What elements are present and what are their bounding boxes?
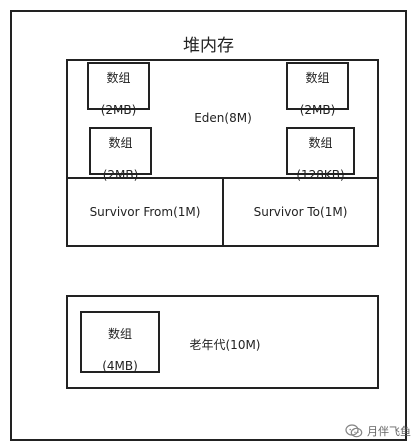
wechat-icon <box>345 423 363 439</box>
watermark-text: 月伴飞鱼 <box>367 425 411 438</box>
array-size: (4MB) <box>102 359 138 374</box>
old-generation-box <box>66 295 379 389</box>
eden-label: Eden(8M) <box>194 111 252 125</box>
eden-array-box-top-left: 数组 (2MB) <box>87 62 150 117</box>
watermark: 月伴飞鱼 <box>345 423 411 439</box>
array-name: 数组 <box>108 135 133 150</box>
eden-array-box-bottom-right: 数组 (128KB) <box>286 127 355 182</box>
eden-array-box-top-right: 数组 (2MB) <box>286 62 349 117</box>
heap-title: 堆内存 <box>183 36 234 56</box>
array-name: 数组 <box>305 70 330 85</box>
array-name: 数组 <box>107 326 132 341</box>
survivor-from-box: Survivor From(1M) <box>66 177 224 247</box>
array-name: 数组 <box>308 135 333 150</box>
array-name: 数组 <box>106 70 131 85</box>
survivor-to-label: Survivor To(1M) <box>253 204 348 219</box>
array-size: (2MB) <box>299 103 336 118</box>
old-generation-label: 老年代(10M) <box>189 338 261 352</box>
array-size: (2MB) <box>100 103 137 118</box>
old-generation-array-box: 数组 (4MB) <box>80 311 160 373</box>
eden-array-box-bottom-left: 数组 (2MB) <box>89 127 152 182</box>
survivor-to-box: Survivor To(1M) <box>222 177 379 247</box>
heap-memory-box <box>10 10 407 441</box>
survivor-from-label: Survivor From(1M) <box>89 204 201 219</box>
